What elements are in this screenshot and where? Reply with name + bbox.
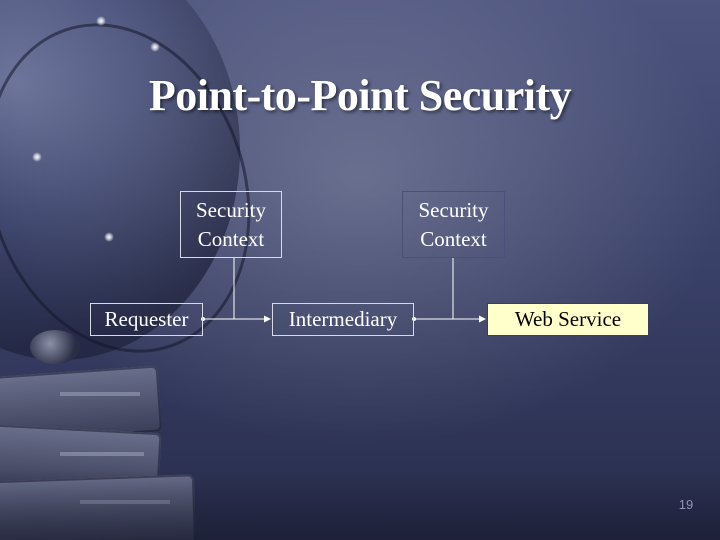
- web-service-node: Web Service: [487, 303, 649, 336]
- security-context-right-line1: Security: [418, 198, 489, 222]
- page-number: 19: [678, 497, 694, 512]
- slide-title: Point-to-Point Security: [148, 71, 572, 120]
- globe-stand-icon: [30, 330, 80, 364]
- security-context-left: Security Context: [180, 191, 282, 258]
- sparkle-icon: [96, 16, 106, 26]
- security-context-right: Security Context: [402, 191, 505, 258]
- requester-node: Requester: [90, 303, 203, 336]
- intermediary-node: Intermediary: [272, 303, 414, 336]
- security-context-left-line2: Context: [197, 227, 265, 251]
- sparkle-icon: [104, 232, 114, 242]
- security-context-left-line1: Security: [196, 198, 266, 222]
- sparkle-icon: [32, 152, 42, 162]
- sparkle-icon: [150, 42, 160, 52]
- desk-shadow: [0, 470, 720, 540]
- security-context-right-line2: Context: [420, 227, 487, 251]
